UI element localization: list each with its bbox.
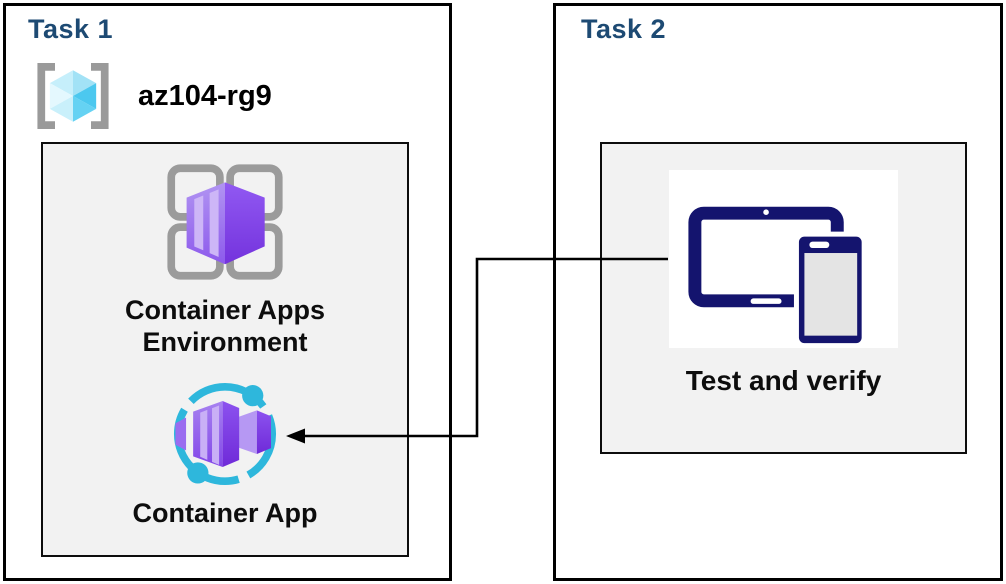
- resource-group-icon: [37, 63, 109, 129]
- environment-group-box: Container Apps Environment: [41, 142, 409, 557]
- test-node-box: Test and verify: [600, 142, 967, 454]
- task2-title: Task 2: [581, 14, 667, 44]
- task1-title: Task 1: [28, 14, 114, 44]
- container-app-icon: [173, 382, 277, 485]
- device-image: [669, 170, 898, 348]
- task1-panel: Task 1 az104-rg9: [3, 3, 452, 581]
- container-apps-environment-label: Container Apps Environment: [124, 295, 325, 358]
- resource-group-name: az104-rg9: [138, 79, 272, 112]
- test-label: Test and verify: [685, 365, 882, 396]
- tablet-and-phone-icon: [688, 206, 867, 348]
- container-apps-environment-icon: [167, 164, 283, 280]
- container-app-label: Container App: [132, 497, 318, 528]
- task2-panel: Task 2 Test and verify: [553, 3, 1003, 581]
- resource-group-row: az104-rg9: [30, 60, 272, 132]
